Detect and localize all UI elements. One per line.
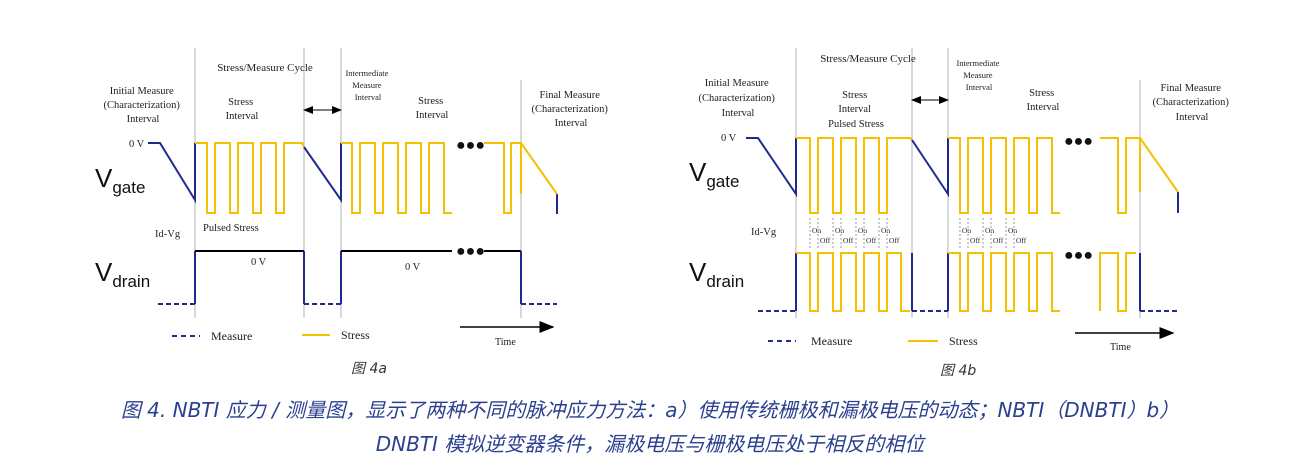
idvg-label: Id-Vg	[155, 229, 181, 240]
vgate-stress-trace-3	[484, 142, 522, 214]
initial-label: Initial Measure (Characterization) Inter…	[104, 86, 183, 125]
panel-a-label: 图 4a	[351, 361, 387, 377]
vgate-stress-trace-2	[341, 142, 452, 214]
svg-text:On: On	[858, 226, 867, 235]
panel-b-label: 图 4b	[940, 363, 976, 379]
ellipsis: ●●●	[456, 243, 485, 260]
ellipsis: ●●●	[456, 137, 485, 154]
intermediate-label: Intermediate Measure Interval	[956, 58, 1001, 92]
zero-v-label: 0 V	[721, 133, 737, 144]
vdrain-stress-trace-2	[948, 252, 1060, 312]
vgate-final-ramp	[520, 142, 558, 195]
vdrain-label: Vdrain	[95, 257, 150, 291]
panel-b: Stress/Measure Cycle Initial Measure (Ch…	[689, 48, 1232, 379]
legend-stress-label: Stress	[949, 334, 978, 348]
cycle-title: Stress/Measure Cycle	[820, 53, 916, 65]
stress-interval-label: Stress Interval	[226, 97, 259, 122]
svg-text:On: On	[985, 226, 994, 235]
vgate-label: Vgate	[95, 163, 145, 197]
legend-stress-label: Stress	[341, 328, 370, 342]
vgate-stress-trace-3	[1100, 137, 1141, 214]
stress-interval-label-2: Stress Interval	[416, 96, 449, 121]
drain-zero-label-2: 0 V	[405, 262, 421, 273]
vdrain-stress-trace	[796, 252, 910, 312]
time-label: Time	[495, 337, 516, 348]
svg-text:Off: Off	[970, 236, 981, 245]
vdrain-stress-trace-3	[1099, 252, 1136, 312]
vgate-final-ramp	[1139, 137, 1179, 193]
initial-label: Initial Measure (Characterization) Inter…	[699, 78, 778, 119]
svg-text:Off: Off	[889, 236, 900, 245]
legend-measure-label: Measure	[211, 329, 252, 343]
svg-text:Off: Off	[1016, 236, 1027, 245]
svg-text:On: On	[962, 226, 971, 235]
svg-text:On: On	[812, 226, 821, 235]
stress-interval-label-2: Stress Interval	[1027, 88, 1060, 113]
vgate-intermediate-trace	[303, 143, 342, 204]
svg-text:Off: Off	[993, 236, 1004, 245]
vgate-stress-trace-2	[948, 137, 1060, 214]
figure-caption-line-2: DNBTI 模拟逆变器条件，漏极电压与栅极电压处于相反的相位	[375, 432, 925, 456]
time-label: Time	[1110, 342, 1131, 353]
vgate-intermediate-trace	[911, 138, 949, 198]
legend-measure-label: Measure	[811, 334, 852, 348]
vgate-measure-trace	[148, 142, 196, 204]
svg-text:On: On	[835, 226, 844, 235]
vgate-stress-trace	[796, 137, 913, 214]
figure-caption-line-1: 图 4. NBTI 应力 / 测量图，显示了两种不同的脉冲应力方法：a）使用传统…	[120, 398, 1180, 422]
vdrain-label: Vdrain	[689, 257, 744, 291]
stress-interval-label: Stress Interval Pulsed Stress	[828, 90, 884, 130]
vgate-stress-trace	[195, 142, 305, 214]
final-label: Final Measure (Characterization) Interva…	[532, 90, 611, 129]
final-label: Final Measure (Characterization) Interva…	[1153, 83, 1232, 123]
panel-a: Stress/Measure Cycle Initial Measure (Ch…	[95, 48, 611, 377]
svg-text:Off: Off	[820, 236, 831, 245]
zero-v-label: 0 V	[129, 139, 145, 150]
idvg-label: Id-Vg	[751, 227, 777, 238]
vgate-measure-trace	[746, 137, 797, 198]
cycle-title: Stress/Measure Cycle	[217, 62, 313, 74]
intermediate-label: Intermediate Measure Interval	[345, 68, 390, 102]
svg-text:On: On	[1008, 226, 1017, 235]
ellipsis: ●●●	[1064, 133, 1093, 150]
ellipsis: ●●●	[1064, 247, 1093, 264]
pulsed-stress-label: Pulsed Stress	[203, 223, 259, 234]
drain-zero-label: 0 V	[251, 257, 267, 268]
svg-text:On: On	[881, 226, 890, 235]
svg-text:Off: Off	[866, 236, 877, 245]
vgate-label: Vgate	[689, 157, 739, 191]
svg-text:Off: Off	[843, 236, 854, 245]
